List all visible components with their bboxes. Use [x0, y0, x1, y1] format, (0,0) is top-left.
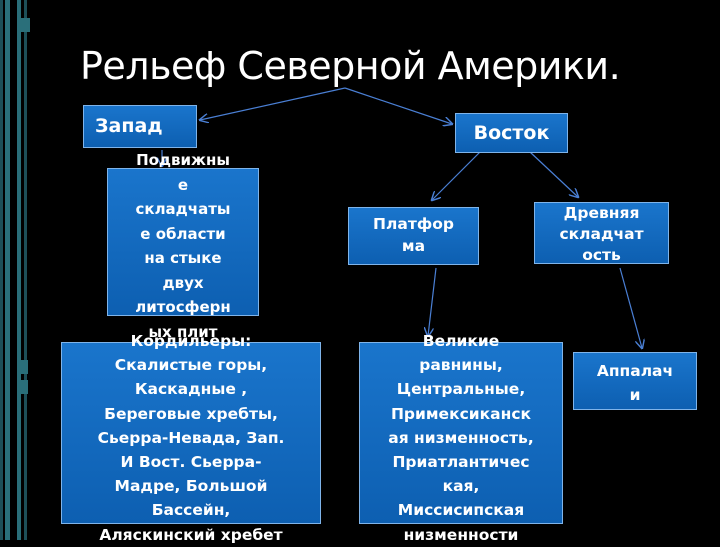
- cordillera-text: Кордильеры: Скалистые горы, Каскадные , …: [97, 332, 285, 544]
- platform-box: Платфор ма: [348, 207, 479, 265]
- decor-square: [18, 380, 28, 394]
- decor-square: [18, 360, 28, 374]
- arrow-east-to-platform: [432, 151, 481, 200]
- decor-stripe-2: [5, 0, 10, 540]
- appalachians-box: Аппалач и: [573, 352, 697, 410]
- decor-stripe-1: [0, 0, 3, 540]
- arrow-east-to-ancient: [529, 151, 578, 197]
- decor-square: [18, 18, 30, 32]
- arrow-title-to-west: [200, 87, 346, 120]
- arrow-platform-to-plains: [428, 267, 437, 336]
- ancient-folding-text: Древняя складчат ость: [559, 204, 644, 264]
- arrow-title-to-east: [344, 87, 452, 124]
- east-label: Восток: [473, 122, 550, 144]
- west-box: Запад: [83, 105, 197, 148]
- west-description: Подвижны е складчаты е области на стыке …: [135, 151, 231, 341]
- decor-stripe-3: [17, 0, 21, 540]
- plains-box: Великие равнины, Центральные, Примексика…: [359, 332, 563, 544]
- arrow-ancient-to-appalachians: [619, 267, 642, 348]
- decor-stripe-4: [24, 0, 27, 540]
- west-description-box: Подвижны е складчаты е области на стыке …: [107, 151, 259, 341]
- plains-text: Великие равнины, Центральные, Примексика…: [388, 332, 534, 544]
- east-box: Восток: [455, 113, 568, 153]
- cordillera-box: Кордильеры: Скалистые горы, Каскадные , …: [61, 332, 321, 544]
- slide-title: Рельеф Северной Америки.: [80, 44, 621, 88]
- appalachians-text: Аппалач и: [596, 362, 674, 404]
- west-label: Запад: [95, 115, 163, 137]
- platform-text: Платфор ма: [373, 215, 454, 255]
- ancient-folding-box: Древняя складчат ость: [534, 202, 669, 264]
